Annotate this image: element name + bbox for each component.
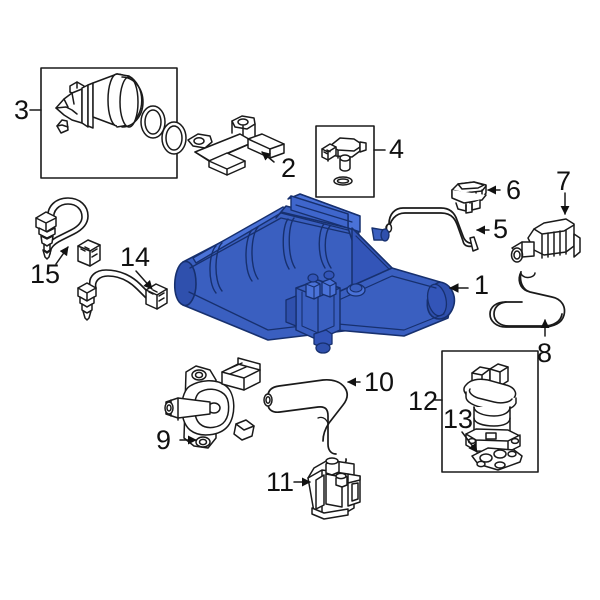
part-7-pcv-valve <box>510 218 581 263</box>
callout-number-15[interactable]: 15 <box>30 259 61 289</box>
part-15-o2-sensor-primary <box>35 197 101 267</box>
callout-number-6[interactable]: 6 <box>506 175 522 205</box>
callout-number-7[interactable]: 7 <box>556 166 572 196</box>
callout-number-3[interactable]: 3 <box>14 95 30 125</box>
callout-number-12[interactable]: 12 <box>408 386 439 416</box>
part-11-leak-detection-pump <box>307 457 361 520</box>
callout-number-2[interactable]: 2 <box>281 153 297 183</box>
part-4-map-sensor <box>321 137 367 186</box>
callout-number-4[interactable]: 4 <box>389 134 405 164</box>
callout-number-8[interactable]: 8 <box>537 338 553 368</box>
part-2-bracket <box>187 115 285 176</box>
callout-number-11[interactable]: 11 <box>266 467 295 497</box>
part-1-vapor-canister <box>173 193 456 354</box>
part-3-filler-neck <box>55 73 187 155</box>
leader-14 <box>135 270 153 290</box>
callout-number-1[interactable]: 1 <box>474 270 490 300</box>
part-10-drain-hose <box>263 378 349 467</box>
leader-15 <box>55 246 69 265</box>
callout-number-14[interactable]: 14 <box>120 242 151 272</box>
part-13-egr-gasket <box>471 447 523 471</box>
callout-number-13[interactable]: 13 <box>443 404 474 434</box>
callout-number-5[interactable]: 5 <box>493 214 509 244</box>
part-14-o2-sensor-secondary <box>77 269 168 321</box>
part-8-breather-hose <box>489 271 566 328</box>
callout-number-10[interactable]: 10 <box>364 367 395 397</box>
part-9-vent-valve <box>164 357 261 449</box>
leader-2 <box>261 151 275 163</box>
part-5-purge-hose <box>385 207 479 252</box>
leader-13 <box>461 431 478 453</box>
callout-number-9[interactable]: 9 <box>156 425 172 455</box>
part-6-purge-valve <box>451 181 487 214</box>
